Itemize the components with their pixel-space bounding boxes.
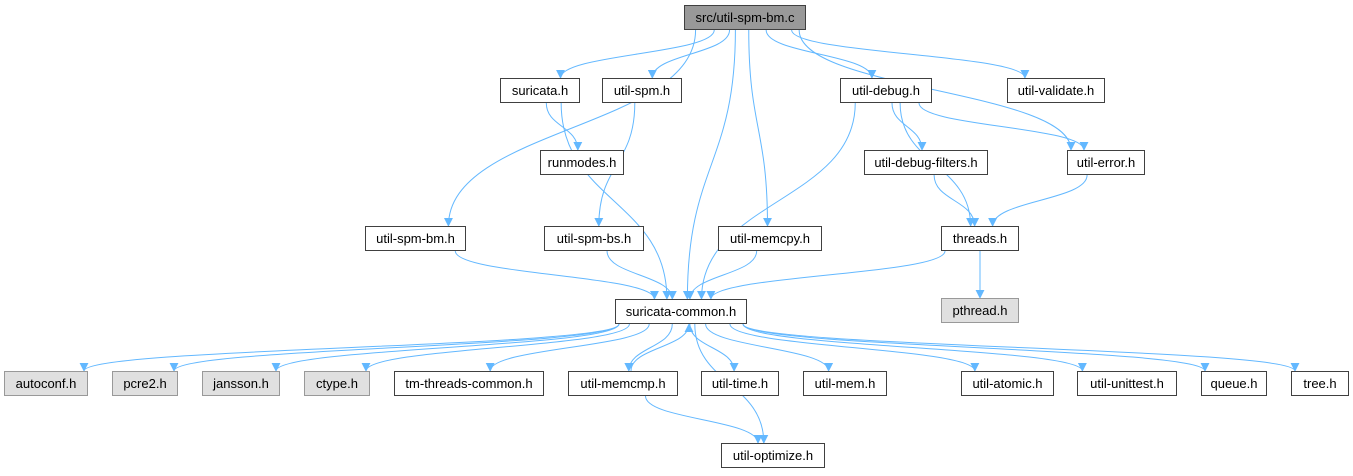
edge-util_debug_filters_h-to-threads_h [933,174,980,227]
edge-suricata_h-to-runmodes_h [545,102,583,151]
node-queue-h[interactable]: queue.h [1201,371,1267,396]
edge-util_spm_bm_c-to-util_spm_bm_h [443,29,697,227]
node-util-spm-h[interactable]: util-spm.h [602,78,682,103]
node-jansson-h: jansson.h [202,371,280,396]
node-util-optimize-h[interactable]: util-optimize.h [721,443,825,468]
node-runmodes-h[interactable]: runmodes.h [540,150,624,175]
edge-suricata_h-to-suricata_common_h [560,102,672,300]
node-suricata-h[interactable]: suricata.h [500,78,580,103]
node-util-time-h[interactable]: util-time.h [701,371,779,396]
node-autoconf-h: autoconf.h [4,371,88,396]
edge-util_spm_bm_h-to-suricata_common_h [454,250,659,300]
edge-suricata_common_h-to-util_memcmp_h [624,323,673,372]
node-util-validate-h[interactable]: util-validate.h [1007,78,1105,103]
edge-util_spm_bm_c-to-suricata_common_h [682,29,736,300]
edge-suricata_common_h-to-autoconf_h [79,323,620,372]
edge-util_spm_bm_c-to-util_spm_h [647,29,731,79]
edge-util_error_h-to-threads_h [988,174,1088,227]
node-util-spm-bm-c[interactable]: src/util-spm-bm.c [684,5,806,30]
edge-util_debug_h-to-util_debug_filters_h [891,102,927,151]
node-pthread-h: pthread.h [941,298,1019,323]
edge-util_debug_h-to-suricata_common_h [697,102,856,300]
node-util-debug-filters-h[interactable]: util-debug-filters.h [864,150,988,175]
node-util-memcpy-h[interactable]: util-memcpy.h [718,226,822,251]
edge-suricata_common_h-to-tree_h [742,323,1300,372]
edge-util_spm_bm_c-to-util_validate_h [791,29,1030,79]
node-util-mem-h[interactable]: util-mem.h [803,371,887,396]
edge-suricata_common_h-to-queue_h [742,323,1210,372]
edge-util_debug_h-to-util_error_h [918,102,1089,151]
edge-util_spm_bm_c-to-suricata_h [556,29,715,79]
node-util-atomic-h[interactable]: util-atomic.h [961,371,1054,396]
edge-suricata_common_h-to-util_time_h [689,323,739,372]
edge-util_spm_bm_c-to-util_debug_h [765,29,877,79]
edge-util_spm_bm_c-to-util_memcpy_h [748,29,772,227]
node-util-error-h[interactable]: util-error.h [1067,150,1145,175]
node-util-spm-bm-h[interactable]: util-spm-bm.h [365,226,466,251]
edge-suricata_common_h-to-util_atomic_h [729,323,980,372]
edge-suricata_common_h-to-tm_threads_common_h [485,323,650,372]
node-util-spm-bs-h[interactable]: util-spm-bs.h [544,226,644,251]
node-tm-threads-common-h[interactable]: tm-threads-common.h [394,371,544,396]
node-util-debug-h[interactable]: util-debug.h [840,78,932,103]
edge-suricata_common_h-to-util_unittest_h [742,323,1087,372]
node-util-unittest-h[interactable]: util-unittest.h [1077,371,1177,396]
edge-util_memcpy_h-to-suricata_common_h [685,250,758,300]
edge-util_spm_bm_c-to-util_error_h [798,29,1076,151]
node-threads-h[interactable]: threads.h [941,226,1019,251]
edge-util_memcmp_h-to-suricata_common_h [630,323,694,372]
node-pcre2-h: pcre2.h [112,371,178,396]
edge-threads_h-to-suricata_common_h [706,250,946,300]
node-suricata-common-h[interactable]: suricata-common.h [615,299,747,324]
edge-suricata_common_h-to-ctype_h [361,323,630,372]
node-util-memcmp-h[interactable]: util-memcmp.h [568,371,678,396]
edge-util_spm_bs_h-to-suricata_common_h [606,250,677,300]
edge-suricata_common_h-to-util_mem_h [705,323,834,372]
edge-suricata_common_h-to-jansson_h [271,323,620,372]
edge-suricata_common_h-to-pcre2_h [169,323,620,372]
edge-util_memcmp_h-to-util_optimize_h [645,395,763,444]
node-tree-h[interactable]: tree.h [1291,371,1349,396]
node-ctype-h: ctype.h [304,371,370,396]
